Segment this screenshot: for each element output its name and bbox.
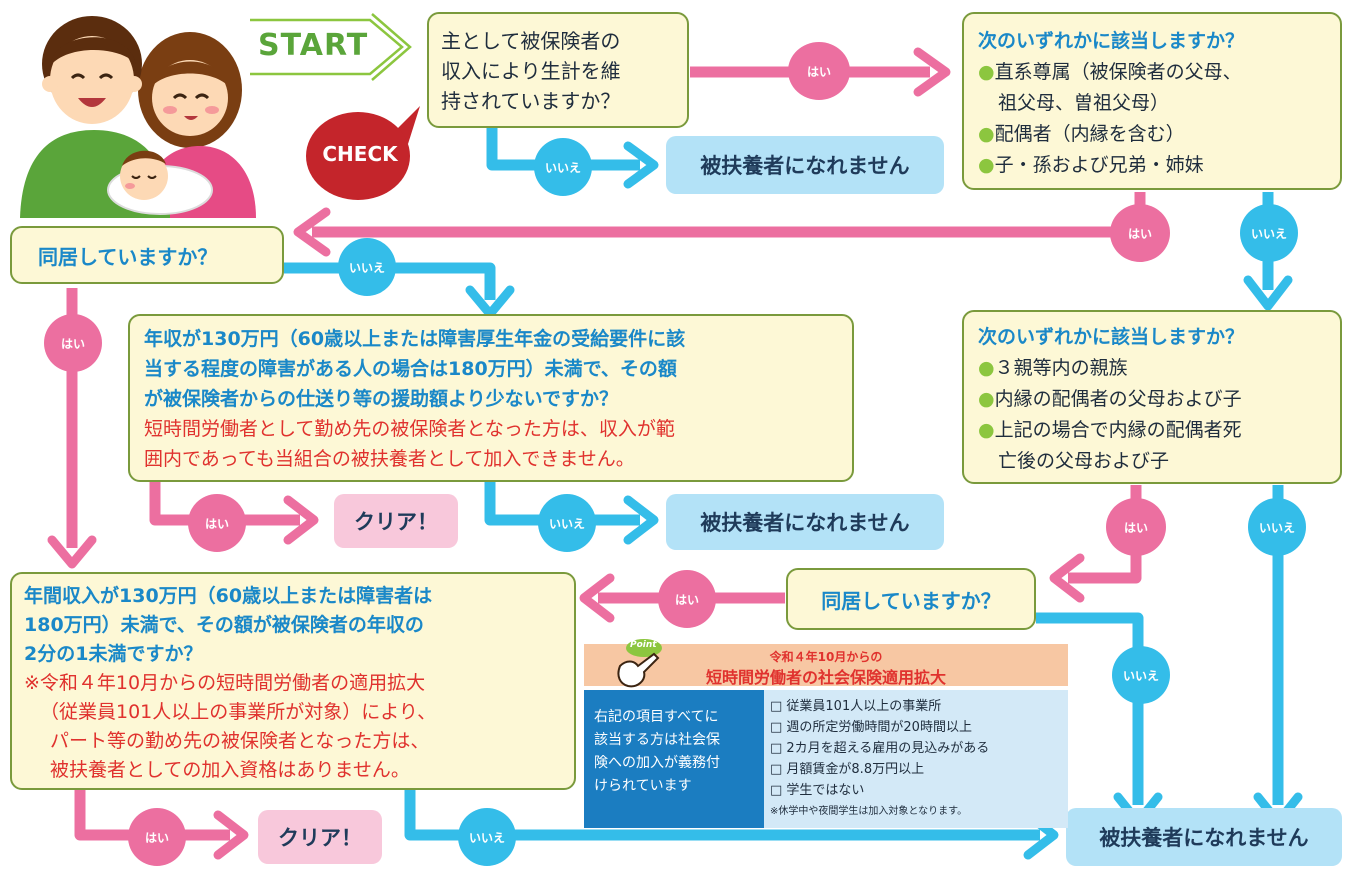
badge-no-q1: いいえ [534,138,592,196]
question-living-together-1: 同居していますか？ [10,226,284,284]
point-check-5: □ 学生ではない [770,783,865,798]
q3-text: 同居していますか？ [38,244,218,269]
question-relationship-extended: 次のいずれかに該当しますか？ ●３親等内の親族 ●内縁の配偶者の父母および子 ●… [962,310,1342,484]
point-header-line-1: 令和４年10月からの [769,650,883,664]
q4-note-2: 囲内であっても当組合の被扶養者として加入できません。 [144,448,635,470]
q2-title: 次のいずれかに該当しますか？ [978,30,1245,52]
q7-note-3: パート等の勤め先の被保険者となった方は、 [50,730,430,752]
result-not-dependent-1: 被扶養者になれません [666,136,944,194]
result-not-dependent-3: 被扶養者になれません [1066,808,1342,866]
q4-note-1: 短時間労働者として勤め先の被保険者となった方は、収入が範 [144,418,675,440]
question-living-together-2: 同居していますか？ [786,568,1036,630]
badge-no-q2: いいえ [1240,204,1298,262]
badge-yes-q6: はい [658,570,716,628]
point-check-3: □ 2カ月を超える雇用の見込みがある [770,741,990,756]
q4-line-3: が被保険者からの仕送り等の援助額より少ないですか？ [144,388,619,410]
result-clear-1: クリア！ [334,494,458,548]
result-clear-2: クリア！ [258,810,382,864]
q2-item-3: ●子・孫および兄弟・姉妹 [978,154,1204,176]
point-checklist: □ 従業員101人以上の事業所 □ 週の所定労働時間が20時間以上 □ 2カ月を… [764,690,1068,828]
q1-line-3: 持されていますか？ [441,89,621,113]
q2-item-1-cont: 祖父母、曽祖父母） [998,92,1170,114]
q5-title: 次のいずれかに該当しますか？ [978,326,1245,348]
point-left-line-1: 右記の項目すべてに [594,709,719,725]
point-left-line-4: けられています [594,778,692,794]
point-check-4: □ 月額賃金が8.8万円以上 [770,762,925,777]
badge-no-q6: いいえ [1112,646,1170,704]
q5-item-3: ●上記の場合で内縁の配偶者死 [978,419,1242,441]
q2-item-1: ●直系尊属（被保険者の父母、 [978,61,1242,83]
q7-note-2: （従業員101人以上の事業所が対象）により、 [40,701,437,723]
point-panel-header: 令和４年10月からの 短時間労働者の社会保険適用拡大 [584,644,1068,687]
badge-yes-q7: はい [128,808,186,866]
q1-line-1: 主として被保険者の [441,29,621,53]
q5-item-2: ●内縁の配偶者の父母および子 [978,388,1242,410]
family-illustration [20,16,256,218]
point-panel: 令和４年10月からの 短時間労働者の社会保険適用拡大 Point 右記の項目すべ… [584,639,1068,828]
result-not-dependent-2: 被扶養者になれません [666,494,944,550]
question-relationship-direct: 次のいずれかに該当しますか？ ●直系尊属（被保険者の父母、 祖父母、曽祖父母） … [962,12,1342,190]
point-header-line-2: 短時間労働者の社会保険適用拡大 [705,668,946,687]
q5-item-3-cont: 亡後の父母および子 [998,450,1170,472]
point-check-2: □ 週の所定労働時間が20時間以上 [770,720,972,735]
badge-yes-q1: はい [788,42,850,100]
start-label: START [258,28,369,63]
point-check-1: □ 従業員101人以上の事業所 [770,699,942,714]
badge-yes-q4: はい [188,494,246,552]
badge-no-q7: いいえ [458,808,516,866]
q4-line-1: 年収が130万円（60歳以上または障害厚生年金の受給要件に該 [144,328,686,350]
check-bubble-shape [306,106,420,200]
badge-no-q3: いいえ [338,238,396,296]
badge-no-q5: いいえ [1248,498,1306,556]
badge-yes-q5: はい [1106,498,1166,556]
point-hand-icon [617,639,662,688]
badge-yes-q3: はい [44,314,102,372]
q2-item-2: ●配偶者（内縁を含む） [978,123,1185,145]
question-annual-income-separate: 年収が130万円（60歳以上または障害厚生年金の受給要件に該 当する程度の障害が… [128,314,854,482]
point-icon-label: Point [630,640,657,650]
q7-line-3: 2分の1未満ですか？ [24,643,203,665]
q7-note-4: 被扶養者としての加入資格はありません。 [50,759,410,781]
point-left-panel: 右記の項目すべてに 該当する方は社会保 険への加入が義務付 けられています [584,690,764,828]
q5-item-1: ●３親等内の親族 [978,357,1128,379]
q4-line-2: 当する程度の障害がある人の場合は180万円）未満で、その額 [144,358,677,380]
q6-text: 同居していますか？ [821,588,1001,613]
q7-line-2: 180万円）未満で、その額が被保険者の年収の [24,614,424,636]
badge-yes-q2: はい [1110,204,1170,262]
check-label: CHECK [322,142,398,166]
point-footnote: ※休学中や夜間学生は加入対象となります。 [770,806,968,817]
point-left-line-2: 該当する方は社会保 [594,732,720,748]
question-income-support: 主として被保険者の 収入により生計を維 持されていますか？ [427,12,689,128]
q7-note-1: ※令和４年10月からの短時間労働者の適用拡大 [24,672,426,694]
point-left-line-3: 険への加入が義務付 [594,755,720,771]
question-annual-income-cohabiting: 年間収入が130万円（60歳以上または障害者は 180万円）未満で、その額が被保… [10,572,576,790]
q7-line-1: 年間収入が130万円（60歳以上または障害者は [24,585,433,607]
badge-no-q4: いいえ [538,494,596,552]
q1-line-2: 収入により生計を維 [441,59,621,83]
